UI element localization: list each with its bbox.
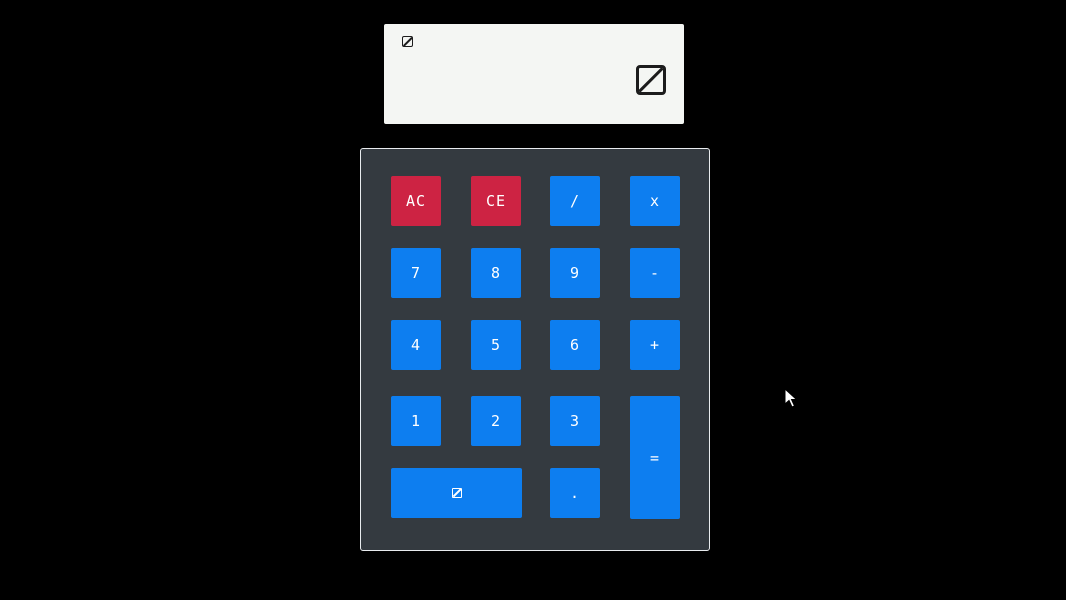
- digit-6-button[interactable]: 6: [550, 320, 600, 370]
- digit-1-button[interactable]: 1: [391, 396, 441, 446]
- all-clear-button[interactable]: AC: [391, 176, 441, 226]
- add-button[interactable]: +: [630, 320, 680, 370]
- digit-4-button[interactable]: 4: [391, 320, 441, 370]
- calculator-display: [384, 24, 684, 124]
- clear-entry-button[interactable]: CE: [471, 176, 521, 226]
- result-broken-image-icon: [636, 65, 666, 95]
- divide-button[interactable]: /: [550, 176, 600, 226]
- decimal-button[interactable]: .: [550, 468, 600, 518]
- digit-8-button[interactable]: 8: [471, 248, 521, 298]
- multiply-button[interactable]: x: [630, 176, 680, 226]
- digit-5-button[interactable]: 5: [471, 320, 521, 370]
- subtract-button[interactable]: -: [630, 248, 680, 298]
- digit-9-button[interactable]: 9: [550, 248, 600, 298]
- digit-0-button[interactable]: [391, 468, 522, 518]
- mouse-pointer-icon: [784, 387, 798, 408]
- equals-button[interactable]: =: [630, 396, 680, 519]
- digit-7-button[interactable]: 7: [391, 248, 441, 298]
- calculator-keypad: AC CE / x 7 8 9 - 4 5 6 + 1 2 3 = .: [360, 148, 710, 551]
- digit-2-button[interactable]: 2: [471, 396, 521, 446]
- broken-image-icon: [451, 488, 462, 498]
- expression-broken-image-icon: [402, 36, 413, 47]
- digit-3-button[interactable]: 3: [550, 396, 600, 446]
